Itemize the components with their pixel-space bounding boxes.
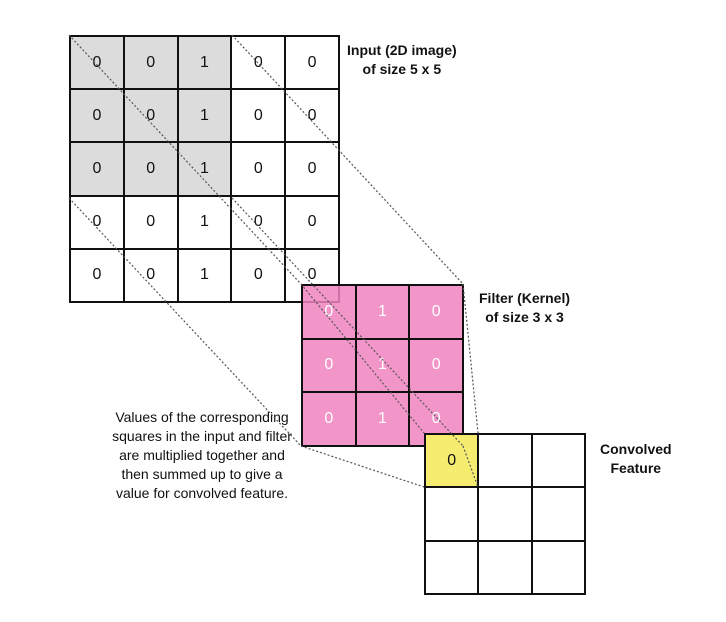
output-cell bbox=[531, 434, 585, 488]
input-cell: 0 bbox=[285, 89, 339, 143]
input-cell: 1 bbox=[177, 248, 232, 302]
input-label-line1: Input (2D image) bbox=[347, 42, 457, 58]
output-cell bbox=[478, 434, 532, 488]
input-cell: 0 bbox=[285, 195, 339, 249]
output-cell bbox=[425, 540, 479, 594]
output-label-line1: Convolved bbox=[600, 441, 672, 457]
filter-label-line1: Filter (Kernel) bbox=[479, 290, 571, 306]
filter-cell: 0 bbox=[302, 285, 356, 339]
input-cell: 0 bbox=[285, 142, 339, 196]
input-cell: 0 bbox=[231, 36, 286, 90]
input-cell: 0 bbox=[123, 195, 178, 249]
input-cell: 1 bbox=[177, 142, 232, 196]
output-cell bbox=[531, 540, 585, 594]
description-text: Values of the corresponding squares in t… bbox=[112, 409, 292, 501]
filter-label: Filter (Kernel) of size 3 x 3 bbox=[479, 289, 570, 327]
input-cell: 0 bbox=[231, 89, 286, 143]
input-cell: 1 bbox=[177, 89, 232, 143]
output-label: Convolved Feature bbox=[600, 440, 672, 478]
projection-line bbox=[462, 283, 479, 434]
output-label-line2: Feature bbox=[610, 460, 662, 476]
output-grid: 0 bbox=[424, 433, 586, 595]
filter-cell: 0 bbox=[409, 285, 463, 339]
output-cell: 0 bbox=[425, 434, 479, 488]
input-label: Input (2D image) of size 5 x 5 bbox=[347, 41, 457, 79]
filter-cell: 0 bbox=[409, 338, 463, 393]
input-cell: 0 bbox=[285, 36, 339, 90]
input-cell: 0 bbox=[231, 142, 286, 196]
input-cell: 0 bbox=[123, 36, 178, 90]
input-cell: 0 bbox=[70, 89, 124, 143]
filter-cell: 0 bbox=[302, 338, 356, 393]
output-cell bbox=[531, 487, 585, 541]
filter-cell: 0 bbox=[302, 392, 356, 446]
filter-label-line2: of size 3 x 3 bbox=[485, 309, 564, 325]
input-cell: 0 bbox=[70, 142, 124, 196]
input-label-line2: of size 5 x 5 bbox=[362, 61, 442, 77]
projection-line bbox=[300, 445, 425, 488]
filter-cell: 1 bbox=[355, 338, 410, 393]
input-cell: 0 bbox=[70, 248, 124, 302]
input-cell: 0 bbox=[70, 195, 124, 249]
output-cell bbox=[478, 540, 532, 594]
filter-cell: 1 bbox=[355, 392, 410, 446]
output-cell bbox=[425, 487, 479, 541]
input-cell: 0 bbox=[70, 36, 124, 90]
filter-cell: 1 bbox=[355, 285, 410, 339]
output-cell bbox=[478, 487, 532, 541]
input-cell: 0 bbox=[231, 248, 286, 302]
input-cell: 0 bbox=[123, 248, 178, 302]
input-cell: 0 bbox=[123, 142, 178, 196]
input-cell: 1 bbox=[177, 195, 232, 249]
input-cell: 0 bbox=[123, 89, 178, 143]
input-cell: 1 bbox=[177, 36, 232, 90]
input-cell: 0 bbox=[231, 195, 286, 249]
